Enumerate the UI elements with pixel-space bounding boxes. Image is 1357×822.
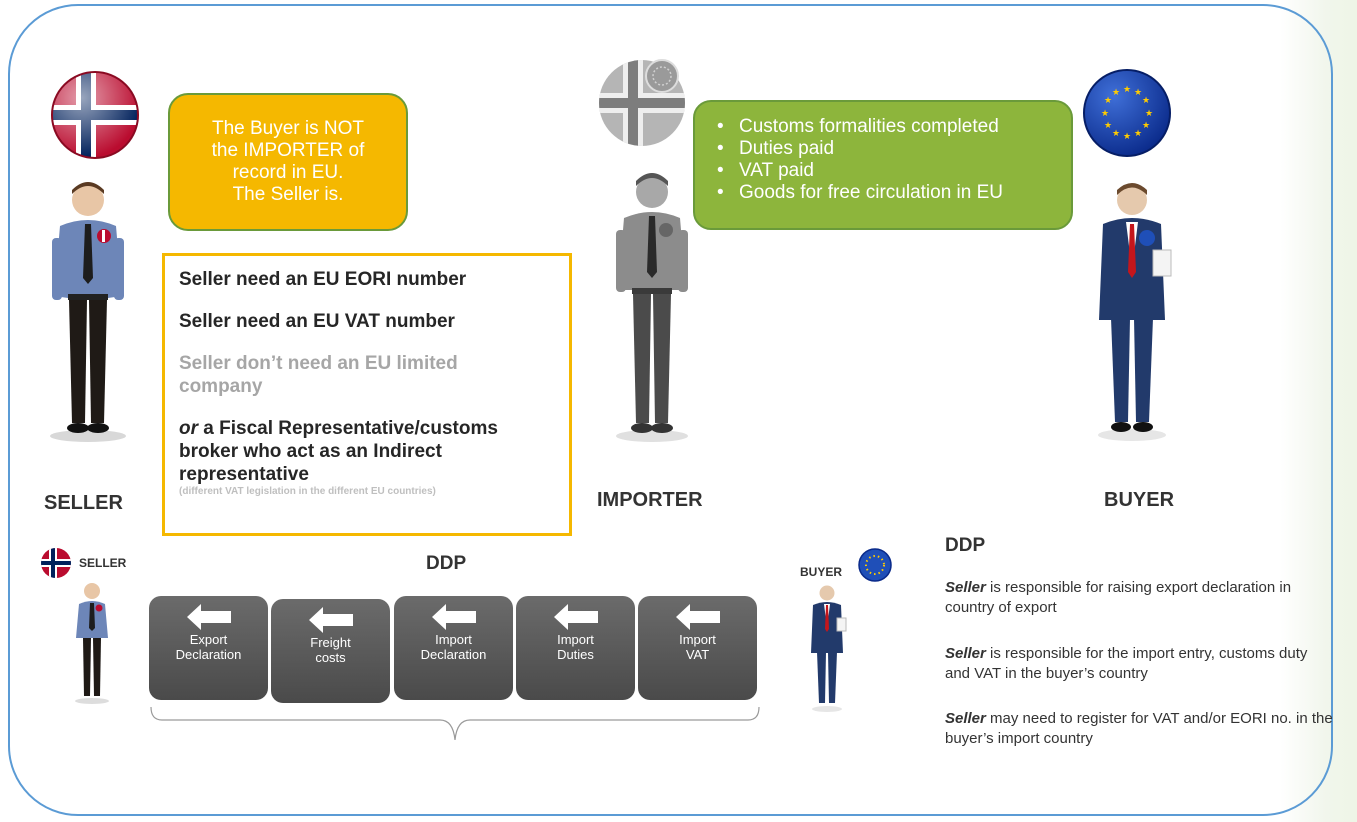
explanation-title: DDP [945, 535, 986, 556]
requirement-or: or [179, 418, 198, 439]
seller-requirements-box: Seller need an EU EORI number Seller nee… [162, 253, 572, 536]
requirement-limited-company: Seller don’t need an EU limited company [179, 353, 458, 397]
person-buyer-icon [811, 585, 847, 712]
requirement-vat: Seller need an EU VAT number [179, 311, 455, 332]
person-seller-icon [50, 182, 126, 442]
background-decoration [1280, 0, 1357, 822]
arrow-left-icon [676, 604, 720, 630]
diagram-frame [8, 4, 1333, 816]
svg-text:★: ★ [1112, 88, 1120, 98]
explanation-em: Seller [945, 710, 986, 727]
checklist-item: Customs formalities completed [717, 116, 1053, 138]
step-label: Duties [557, 647, 594, 662]
statement-line: The Seller is. [232, 184, 344, 205]
explanation-em: Seller [945, 579, 986, 596]
norway-flag-icon [41, 548, 71, 578]
statement-line: the IMPORTER of [211, 140, 365, 161]
svg-text:★: ★ [1104, 96, 1112, 106]
svg-text:★: ★ [1142, 96, 1150, 106]
statement-line: The Buyer is NOT [211, 118, 365, 139]
svg-text:★: ★ [1104, 121, 1112, 131]
step-label: Declaration [420, 647, 487, 662]
svg-text:★: ★ [1134, 88, 1142, 98]
role-importer-label: IMPORTER [597, 489, 703, 511]
person-buyer-icon [1098, 183, 1172, 441]
step-label: Freight [310, 635, 351, 650]
svg-text:★: ★ [1123, 132, 1131, 142]
eu-flag-icon: ★★★★ ★★★★ ★★★★ [1083, 69, 1171, 157]
step-label: Export [189, 632, 228, 647]
step-label: Import [679, 632, 716, 647]
statement-line: record in EU. [232, 162, 344, 183]
arrow-left-icon [432, 604, 476, 630]
step-label: Declaration [175, 647, 242, 662]
step-label: Import [435, 632, 472, 647]
arrow-left-icon [187, 604, 231, 630]
explanation-paragraph: Seller may need to register for VAT and/… [945, 709, 1335, 749]
requirement-fiscal-representative: or a Fiscal Representative/customs broke… [179, 417, 555, 486]
flow-title: DDP [426, 553, 467, 574]
requirement-eori: Seller need an EU EORI number [179, 269, 467, 290]
svg-text:★: ★ [1142, 121, 1150, 131]
steps-brace [150, 706, 760, 741]
explanation-text: is responsible for raising export declar… [945, 579, 1292, 616]
checklist-item: Goods for free circulation in EU [717, 182, 1053, 204]
importer-statement-box: The Buyer is NOT the IMPORTER of record … [168, 93, 408, 231]
import-checklist-box: Customs formalities completed Duties pai… [693, 100, 1073, 230]
explanation-em: Seller [945, 645, 986, 662]
svg-text:★: ★ [1134, 129, 1142, 139]
person-importer-icon [616, 173, 688, 442]
requirement-fiscal-text: a Fiscal Representative/customs broker w… [179, 418, 498, 485]
requirement-note: (different VAT legislation in the differ… [179, 486, 436, 497]
svg-text:★: ★ [1145, 109, 1153, 119]
step-label: Import [557, 632, 594, 647]
eu-flag-icon [858, 548, 892, 582]
step-label: VAT [685, 647, 710, 662]
step-label: costs [315, 650, 346, 665]
flow-seller-label: SELLER [79, 556, 127, 570]
norway-flag-icon [51, 71, 139, 159]
person-seller-icon [75, 583, 109, 704]
svg-text:★: ★ [1101, 109, 1109, 119]
svg-text:★: ★ [1123, 85, 1131, 95]
grey-flag-icon [599, 59, 685, 146]
explanation-text: may need to register for VAT and/or EORI… [945, 710, 1333, 747]
flow-buyer-label: BUYER [800, 565, 843, 579]
explanation-paragraph: Seller is responsible for the import ent… [945, 644, 1335, 684]
role-seller-label: SELLER [44, 492, 123, 514]
role-buyer-label: BUYER [1104, 489, 1175, 511]
arrow-left-icon [309, 607, 353, 633]
checklist-item: VAT paid [717, 160, 1053, 182]
checklist-item: Duties paid [717, 138, 1053, 160]
explanation-text: is responsible for the import entry, cus… [945, 645, 1308, 682]
arrow-left-icon [554, 604, 598, 630]
explanation-paragraph: Seller is responsible for raising export… [945, 578, 1335, 618]
svg-text:★: ★ [1112, 129, 1120, 139]
